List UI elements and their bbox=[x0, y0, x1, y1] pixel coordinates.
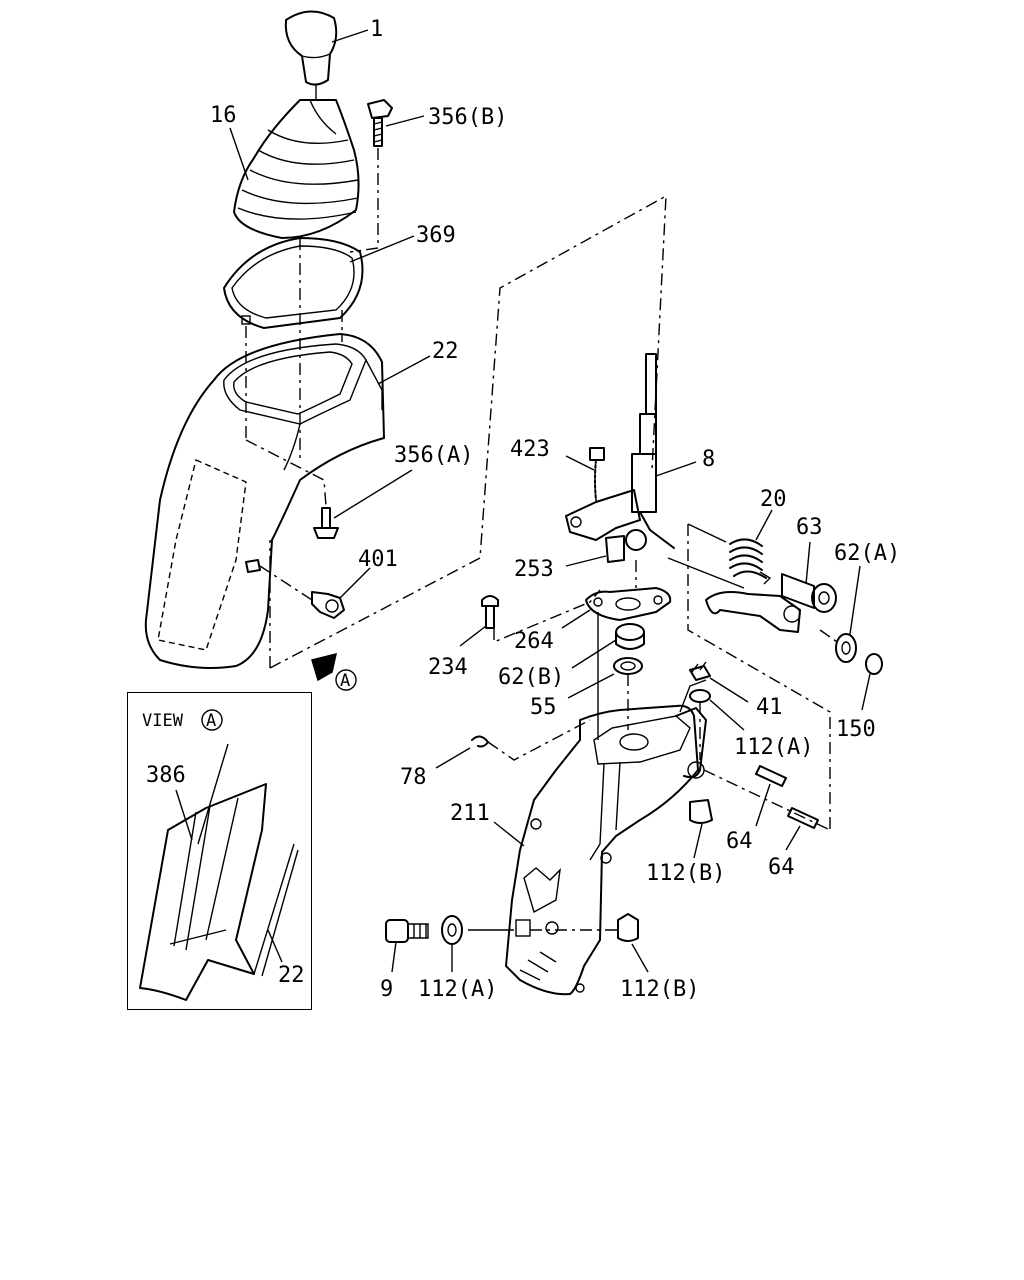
label-frame: 369 bbox=[416, 223, 456, 248]
label-nut: 41 bbox=[756, 695, 783, 720]
label-spring: 20 bbox=[760, 487, 787, 512]
screw-234 bbox=[481, 595, 499, 629]
label-bolt-356b: 356(B) bbox=[428, 105, 507, 130]
label-lever: 8 bbox=[702, 447, 715, 472]
shift-boot bbox=[233, 99, 360, 239]
stopper-253 bbox=[605, 535, 625, 563]
view-title: VIEW bbox=[142, 711, 184, 731]
harness-423 bbox=[589, 447, 605, 501]
plate-264 bbox=[585, 587, 672, 621]
label-pin-64-lower: 64 bbox=[768, 855, 795, 880]
label-clip: 401 bbox=[358, 547, 398, 572]
label-tape: 386 bbox=[146, 763, 186, 788]
view-marker: A bbox=[206, 711, 216, 731]
label-bolt-9: 9 bbox=[380, 977, 393, 1002]
bush-112b-upper bbox=[689, 799, 713, 824]
lever-cover bbox=[144, 333, 385, 669]
bolt-356a bbox=[313, 507, 339, 539]
label-stopper: 253 bbox=[514, 557, 554, 582]
label-bolt-356a: 356(A) bbox=[394, 443, 473, 468]
bracket-211 bbox=[505, 679, 707, 996]
washer-62a bbox=[835, 633, 857, 663]
washer-112a-top bbox=[689, 689, 711, 703]
nut-41 bbox=[689, 661, 711, 681]
bush-112b-lower bbox=[617, 913, 639, 942]
collar-63 bbox=[781, 573, 837, 613]
snap-ring-78 bbox=[471, 735, 489, 748]
label-knob: 1 bbox=[370, 17, 383, 42]
label-cover-view: 22 bbox=[278, 963, 305, 988]
shift-knob bbox=[284, 10, 338, 100]
label-seal: 55 bbox=[530, 695, 557, 720]
detent-arm bbox=[705, 591, 801, 633]
label-washer-62a: 62(A) bbox=[834, 541, 900, 566]
label-bush-112b-upper: 112(B) bbox=[646, 861, 725, 886]
label-bush-112a: 112(A) bbox=[734, 735, 813, 760]
bolt-9 bbox=[385, 919, 429, 943]
label-screw: 234 bbox=[428, 655, 468, 680]
view-arrow bbox=[311, 652, 357, 691]
clip-401 bbox=[245, 559, 345, 619]
view-a-drawing bbox=[139, 743, 299, 1001]
label-cap: 150 bbox=[836, 717, 876, 742]
bush-112a-lower bbox=[441, 915, 463, 945]
seal-55 bbox=[613, 657, 643, 675]
pin-64-upper bbox=[755, 765, 787, 787]
bolt-356b bbox=[367, 99, 393, 147]
label-cover: 22 bbox=[432, 339, 459, 364]
label-boot: 16 bbox=[210, 103, 237, 128]
label-collar: 63 bbox=[796, 515, 823, 540]
frame-369 bbox=[223, 237, 364, 329]
label-bush-112a-lower: 112(A) bbox=[418, 977, 497, 1002]
bush-62b bbox=[615, 623, 645, 650]
label-view-arrow: A bbox=[340, 671, 350, 691]
shift-lever bbox=[565, 353, 675, 551]
label-plate: 264 bbox=[514, 629, 554, 654]
spring-20 bbox=[729, 538, 772, 585]
label-pin-64-upper: 64 bbox=[726, 829, 753, 854]
pin-64-lower bbox=[787, 807, 819, 829]
label-harness: 423 bbox=[510, 437, 550, 462]
view-a-frame bbox=[127, 692, 312, 1010]
cap-150 bbox=[865, 653, 883, 675]
label-snap-ring: 78 bbox=[400, 765, 427, 790]
label-bracket: 211 bbox=[450, 801, 490, 826]
label-bush-112b-lower: 112(B) bbox=[620, 977, 699, 1002]
label-bush-62b: 62(B) bbox=[498, 665, 564, 690]
